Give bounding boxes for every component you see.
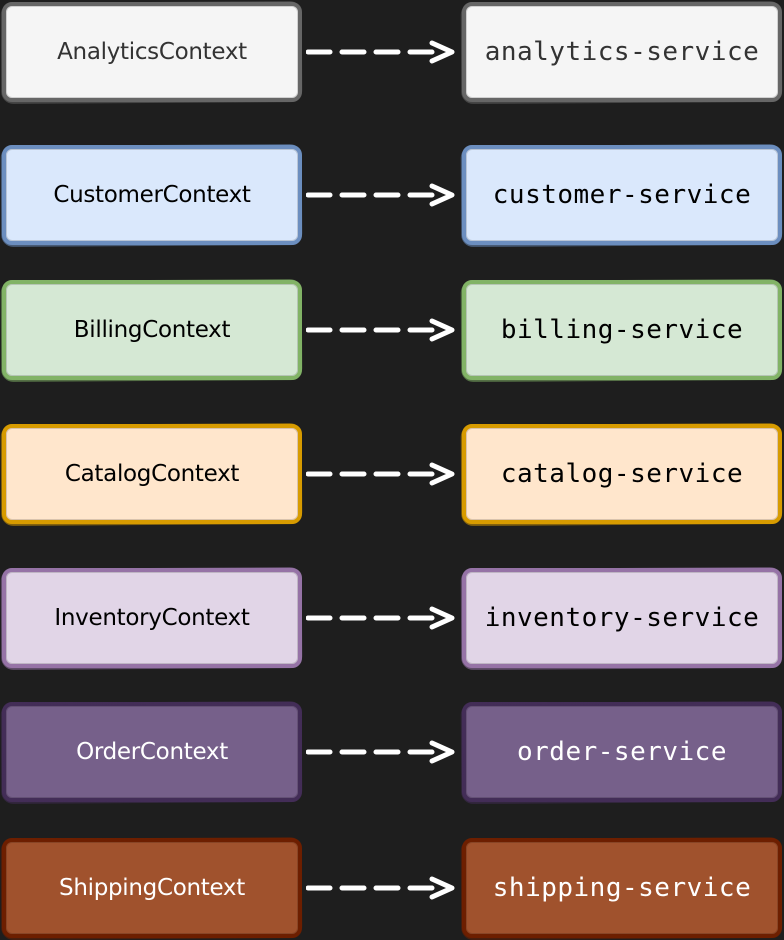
context-label: OrderContext (76, 739, 228, 765)
context-label: InventoryContext (54, 605, 250, 631)
service-label: catalog-service (500, 459, 744, 489)
service-label: analytics-service (484, 37, 760, 67)
context-box-inventory[interactable]: InventoryContext (2, 568, 302, 668)
service-label: shipping-service (492, 873, 752, 903)
mapping-arrow (306, 740, 455, 764)
context-box-shipping[interactable]: ShippingContext (2, 838, 302, 938)
mapping-arrow (306, 40, 455, 64)
context-box-billing[interactable]: BillingContext (2, 280, 302, 380)
context-label: CustomerContext (53, 182, 251, 208)
context-label: CatalogContext (64, 461, 240, 487)
service-box-order[interactable]: order-service (462, 702, 782, 802)
service-box-customer[interactable]: customer-service (462, 145, 782, 245)
context-label: BillingContext (73, 317, 231, 343)
service-box-shipping[interactable]: shipping-service (462, 838, 782, 938)
mapping-arrow (306, 606, 455, 630)
context-box-analytics[interactable]: AnalyticsContext (2, 2, 302, 102)
mapping-arrow (306, 876, 455, 900)
service-label: customer-service (492, 180, 752, 210)
context-box-catalog[interactable]: CatalogContext (2, 424, 302, 524)
context-box-order[interactable]: OrderContext (2, 702, 302, 802)
context-box-customer[interactable]: CustomerContext (2, 145, 302, 245)
mapping-arrow (306, 462, 455, 486)
service-box-billing[interactable]: billing-service (462, 280, 782, 380)
mapping-arrow (306, 318, 455, 342)
context-label: AnalyticsContext (57, 39, 247, 65)
service-label: inventory-service (484, 603, 760, 633)
mapping-arrow (306, 183, 455, 207)
service-label: order-service (517, 737, 727, 767)
service-box-analytics[interactable]: analytics-service (462, 2, 782, 102)
context-label: ShippingContext (59, 875, 245, 901)
service-box-inventory[interactable]: inventory-service (462, 568, 782, 668)
service-label: billing-service (500, 315, 744, 345)
service-box-catalog[interactable]: catalog-service (462, 424, 782, 524)
